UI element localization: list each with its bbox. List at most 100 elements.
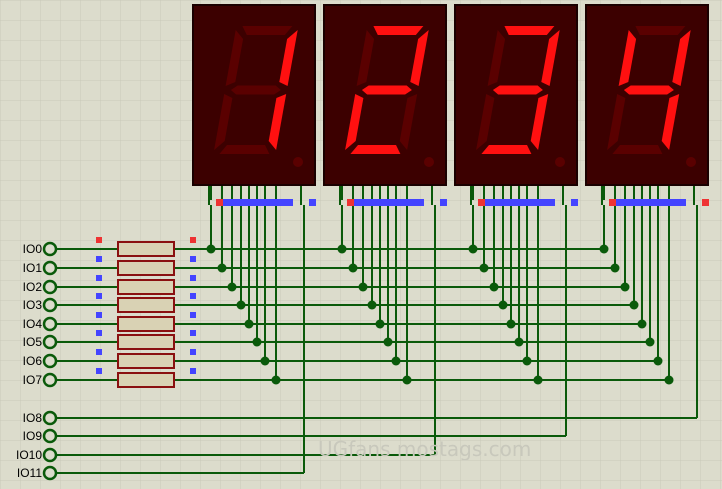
pin-marker (96, 349, 102, 355)
io-terminal[interactable] (42, 447, 58, 463)
pin-marker (96, 275, 102, 281)
io-terminal[interactable] (42, 372, 58, 388)
pin-marker (609, 199, 616, 206)
resistor (117, 353, 175, 369)
display-digit-1 (192, 4, 316, 206)
resistor (117, 372, 175, 388)
pin-marker (702, 199, 709, 206)
segment-g (361, 85, 412, 95)
pin-marker (96, 237, 102, 243)
segment-b (279, 30, 298, 86)
pin-marker (96, 293, 102, 299)
segment-e (476, 94, 495, 150)
io-label: IO6 (23, 354, 43, 368)
io-label: IO7 (23, 373, 43, 387)
pin-bus-marker (616, 199, 686, 206)
pin-marker (190, 349, 196, 355)
segment-f (487, 30, 506, 86)
io-label: IO1 (23, 261, 43, 275)
io-terminal[interactable] (42, 241, 58, 257)
segment-dp (293, 157, 303, 167)
pin-marker (190, 237, 196, 243)
resistor (117, 279, 175, 295)
segment-f (618, 30, 637, 86)
segment-e (214, 94, 233, 150)
pin-marker (96, 368, 102, 374)
io-label: IO10 (16, 448, 42, 462)
segment-dp (686, 157, 696, 167)
io-terminal[interactable] (42, 353, 58, 369)
segment-e (345, 94, 364, 150)
display-digit-2 (323, 4, 447, 206)
display-digit-4 (585, 4, 709, 206)
io-terminal[interactable] (42, 297, 58, 313)
io-label: IO11 (17, 466, 42, 480)
io-label: IO3 (23, 298, 43, 312)
segment-d (219, 145, 270, 154)
pin-marker (309, 199, 316, 206)
resistor (117, 334, 175, 350)
segment-f (356, 30, 375, 86)
segment-a (635, 26, 686, 35)
segment-d (350, 145, 401, 154)
pin-marker (347, 199, 354, 206)
segment-e (607, 94, 626, 150)
pin-marker (478, 199, 485, 206)
io-terminal[interactable] (42, 260, 58, 276)
segment-c (268, 94, 287, 150)
pin-marker (440, 199, 447, 206)
segment-g (230, 85, 281, 95)
io-terminal[interactable] (42, 279, 58, 295)
io-terminal[interactable] (42, 465, 58, 481)
pin-marker (96, 256, 102, 262)
io-label: IO8 (23, 411, 43, 425)
segment-c (661, 94, 680, 150)
pin-marker (96, 312, 102, 318)
pin-marker (190, 256, 196, 262)
pin-marker (190, 293, 196, 299)
display-body (192, 4, 316, 186)
watermark: UGfans mostags.com (318, 437, 531, 461)
pin-marker (190, 368, 196, 374)
io-terminal[interactable] (42, 428, 58, 444)
wires (57, 185, 698, 474)
io-label: IO9 (23, 429, 43, 443)
segment-a (373, 26, 424, 35)
segment-c (530, 94, 549, 150)
pin-marker (190, 275, 196, 281)
segment-d (612, 145, 663, 154)
io-terminal[interactable] (42, 410, 58, 426)
pin-marker (190, 330, 196, 336)
segment-b (672, 30, 691, 86)
segment-b (541, 30, 560, 86)
resistor (117, 316, 175, 332)
pin-marker (571, 199, 578, 206)
io-label: IO4 (23, 317, 43, 331)
resistor (117, 260, 175, 276)
segment-dp (555, 157, 565, 167)
io-label: IO5 (23, 335, 43, 349)
io-label: IO0 (23, 242, 43, 256)
segment-f (225, 30, 244, 86)
pin-bus-marker (354, 199, 424, 206)
segment-d (481, 145, 532, 154)
segment-a (504, 26, 555, 35)
segment-a (242, 26, 293, 35)
resistor-network (96, 237, 196, 388)
pin-marker (96, 330, 102, 336)
pin-marker (216, 199, 223, 206)
seven-segment-displays (192, 4, 709, 206)
segment-g (623, 85, 674, 95)
display-digit-3 (454, 4, 578, 206)
io-terminal[interactable] (42, 334, 58, 350)
pin-bus-marker (223, 199, 293, 206)
segment-dp (424, 157, 434, 167)
resistor (117, 241, 175, 257)
pin-bus-marker (485, 199, 555, 206)
resistor (117, 297, 175, 313)
segment-c (399, 94, 418, 150)
io-terminal[interactable] (42, 316, 58, 332)
segment-g (492, 85, 543, 95)
